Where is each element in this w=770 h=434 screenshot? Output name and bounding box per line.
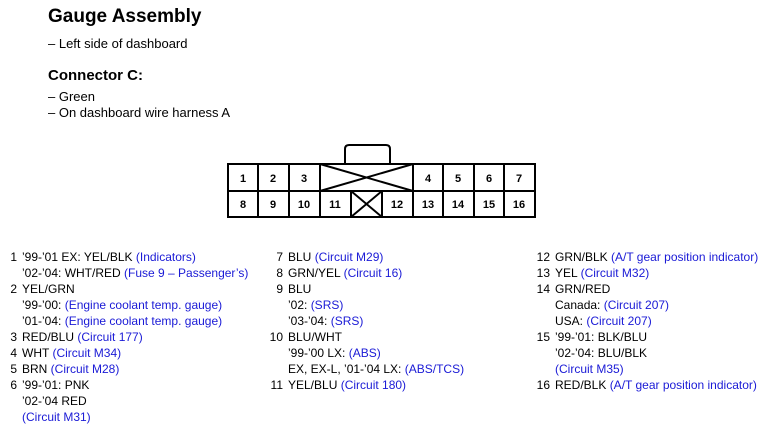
legend-item-1: 1’99-’01 EX: YEL/BLK (Indicators)	[10, 250, 196, 264]
connector-color: – Green	[48, 89, 95, 104]
pin-16-label: 16	[513, 199, 525, 211]
pin-1-label: 1	[240, 173, 246, 185]
page-title: Gauge Assembly	[48, 6, 202, 27]
pin-6-label: 6	[486, 173, 492, 185]
connector-latch	[322, 144, 413, 165]
pin-4-label: 4	[425, 173, 432, 185]
pin-9-label: 9	[270, 199, 276, 211]
component-location: – Left side of dashboard	[48, 36, 188, 51]
pin-14-label: 14	[452, 199, 465, 211]
pin-2-label: 2	[270, 173, 276, 185]
pin-5-label: 5	[455, 173, 461, 185]
pin-11-label: 11	[329, 199, 341, 211]
pin-13-label: 13	[422, 199, 434, 211]
pin-3-label: 3	[301, 173, 307, 185]
pin-15-label: 15	[483, 199, 495, 211]
pin-8-label: 8	[240, 199, 246, 211]
connector-title: Connector C:	[48, 67, 143, 84]
connector-location: – On dashboard wire harness A	[48, 105, 231, 120]
pin-7-label: 7	[516, 173, 522, 185]
legend-item-6: 6’99-’01: PNK	[10, 378, 90, 392]
legend-item-15: 15’99-’01: BLK/BLU	[536, 330, 648, 344]
pin-10-label: 10	[298, 199, 310, 211]
pin-legend-column-1: 1’99-’01 EX: YEL/BLK (Indicators) ’02-’0…	[10, 250, 249, 424]
pin-12-label: 12	[391, 199, 403, 211]
